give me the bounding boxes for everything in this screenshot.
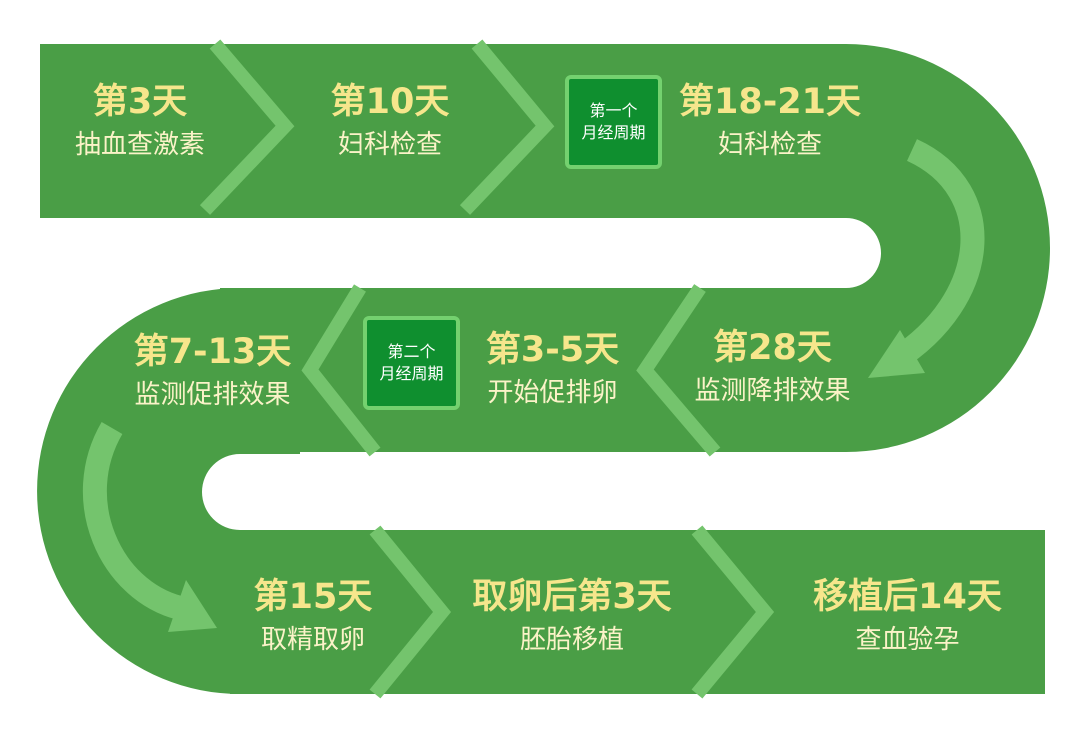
step-title: 第3天 [92,82,188,122]
step-title: 第28天 [713,328,832,368]
step-day-28: 第28天 监测降排效果 [680,326,865,408]
step-desc: 妇科检查 [337,130,442,160]
step-title: 第7-13天 [133,332,292,372]
step-desc: 妇科检查 [717,130,822,160]
chevron-separator [691,525,775,699]
chevron-separator [459,39,555,215]
step-title: 第18-21天 [679,82,861,122]
step-desc: 查血验孕 [855,625,960,655]
badge-line2: 月经周期 [379,364,444,383]
curved-arrow-right [888,139,985,371]
curved-arrow-left [83,421,184,620]
chevron-separator [199,39,295,215]
step-title: 第10天 [330,82,450,122]
curved-arrow-left-head [168,580,217,632]
step-day-18-21: 第18-21天 妇科检查 [670,80,870,162]
chevron-separator [369,525,452,699]
step-day-10: 第10天 妇科检查 [300,80,480,162]
badge-line2: 月经周期 [581,123,646,142]
step-desc: 监测促排效果 [134,380,291,410]
badge-line1: 第二个 [387,342,436,361]
step-after-transfer-day-14: 移植后14天 查血验孕 [800,575,1015,657]
step-desc: 抽血查激素 [74,130,205,160]
step-title: 取卵后第3天 [472,577,672,617]
cycle-badge-second: 第二个 月经周期 [363,316,460,410]
chevron-separator [636,284,721,457]
step-title: 第15天 [253,577,373,617]
step-after-retrieval-day-3: 取卵后第3天 胚胎移植 [462,575,682,657]
step-title: 第3-5天 [485,330,620,370]
step-desc: 开始促排卵 [487,378,618,408]
path-segment-bottom [230,530,1045,694]
step-day-3: 第3天 抽血查激素 [55,80,225,162]
step-day-7-13: 第7-13天 监测促排效果 [115,330,310,412]
step-day-15: 第15天 取精取卵 [228,575,398,657]
curved-arrow-right-head [868,330,925,378]
step-title: 移植后14天 [813,577,1002,617]
badge-line1: 第一个 [589,101,638,120]
step-desc: 监测降排效果 [694,376,851,406]
step-desc: 胚胎移植 [519,625,624,655]
step-day-3-5: 第3-5天 开始促排卵 [470,328,635,410]
step-desc: 取精取卵 [260,625,365,655]
chevron-separator [301,284,381,457]
cycle-badge-first: 第一个 月经周期 [565,75,662,169]
